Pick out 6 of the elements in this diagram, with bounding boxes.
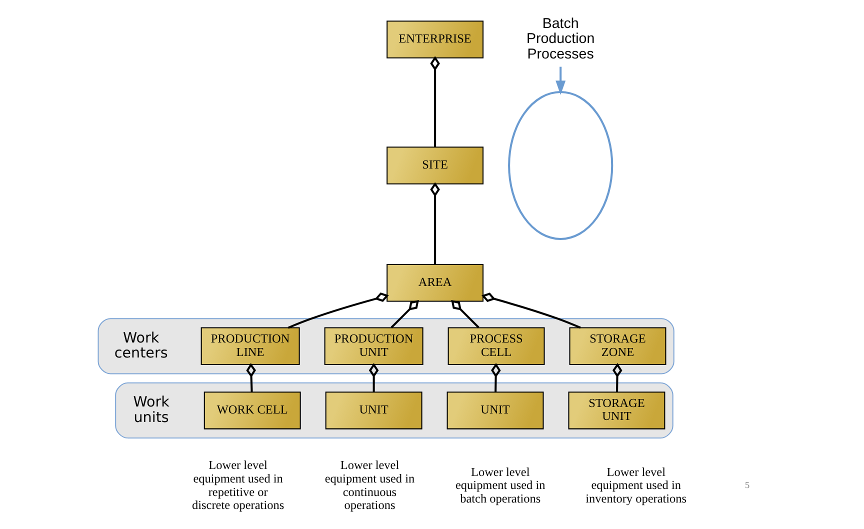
node-label: Lower level equipment used in continuous operations [324,458,414,512]
node-label: Lower level equipment used in batch operations [455,464,545,506]
node-label: Lower level equipment used in repetitive or discrete operations [192,458,284,512]
label: 5 [744,480,750,490]
node-label: Lower level equipment used in inventory operations [585,464,686,506]
node-text: Batch Production Processes [526,16,594,63]
